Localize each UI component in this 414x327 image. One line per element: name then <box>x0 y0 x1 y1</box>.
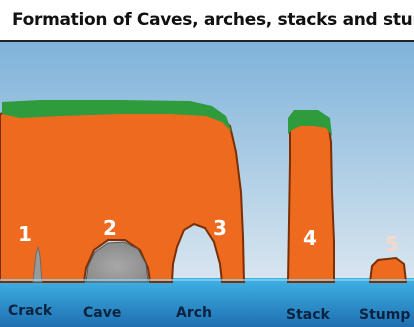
feature-label-stack: Stack <box>286 307 331 323</box>
coastal-erosion-diagram: 1 2 3 4 5 Crack Cave Arch Stack Stump <box>0 42 414 327</box>
feature-label-arch: Arch <box>176 305 212 321</box>
title-bar: Formation of Caves, arches, stacks and s… <box>0 0 414 42</box>
feature-number-2: 2 <box>103 216 117 240</box>
feature-number-4: 4 <box>303 226 317 250</box>
feature-number-1: 1 <box>18 222 32 246</box>
diagram-title: Formation of Caves, arches, stacks and s… <box>12 10 414 30</box>
stack-rock <box>288 116 334 282</box>
feature-label-crack: Crack <box>8 303 53 319</box>
feature-label-stump: Stump <box>359 307 410 323</box>
feature-label-cave: Cave <box>83 305 121 321</box>
feature-number-5: 5 <box>385 232 399 256</box>
feature-number-3: 3 <box>213 216 227 240</box>
stump-rock <box>370 258 406 282</box>
